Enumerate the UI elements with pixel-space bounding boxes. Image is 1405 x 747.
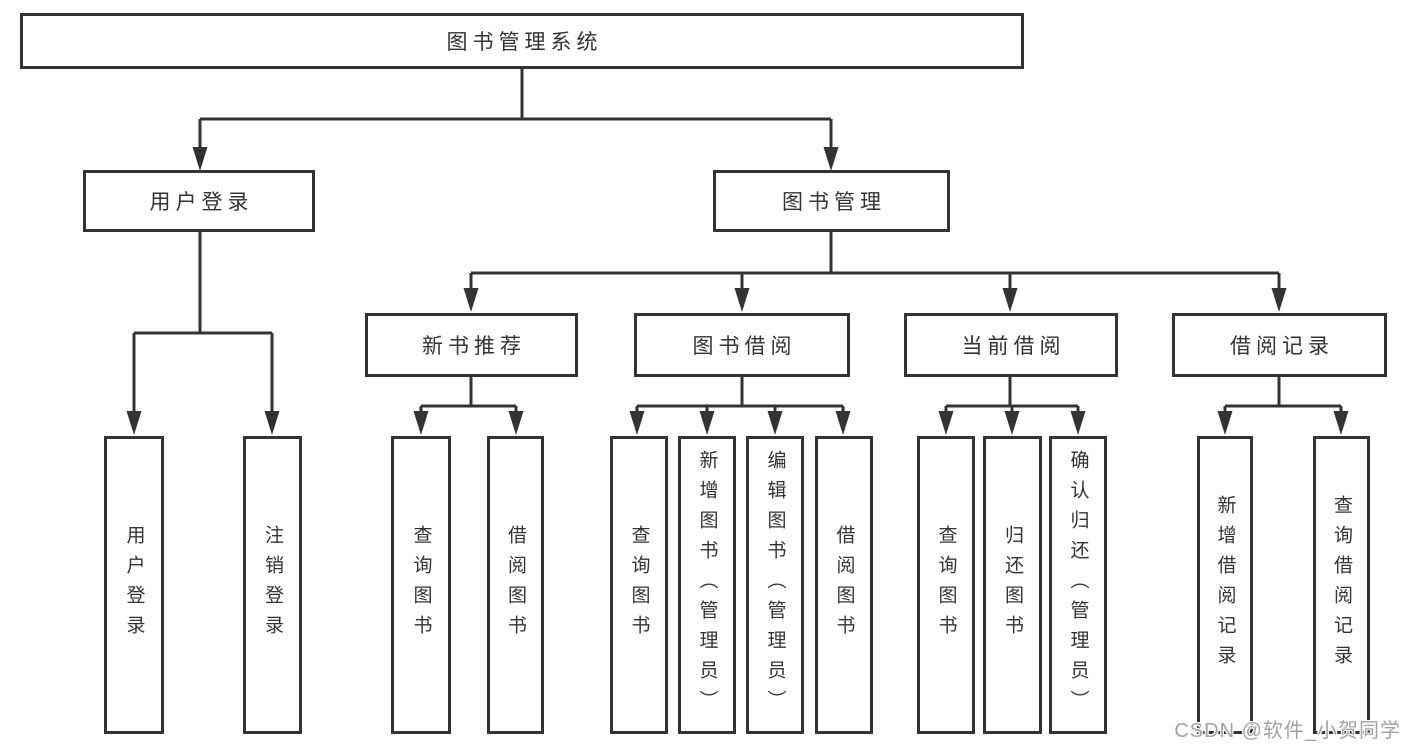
node-user-login: 用户登录 — [83, 170, 315, 232]
leaf-return-books: 归还图书 — [983, 436, 1042, 734]
arrowhead — [1271, 288, 1287, 312]
leaf-add-borrow-record: 新增借阅记录 — [1197, 436, 1253, 734]
node-label: 图书管理 — [782, 191, 886, 214]
arrowhead — [1004, 411, 1020, 435]
arrowhead — [1002, 288, 1018, 312]
leaf-query-books-current: 查询图书 — [917, 436, 975, 734]
node-label: 编辑图书（管理员） — [764, 450, 786, 720]
leaf-user-login: 用户登录 — [104, 436, 164, 734]
node-label: 图书管理系统 — [446, 31, 603, 54]
leaf-query-books-borrowing: 查询图书 — [610, 436, 668, 734]
node-label: 借阅图书 — [833, 525, 855, 645]
leaf-edit-books-admin: 编辑图书（管理员） — [746, 436, 804, 734]
connectors-new-book-recommend — [413, 377, 524, 435]
leaf-query-borrow-record: 查询借阅记录 — [1313, 436, 1370, 734]
node-label: 查询借阅记录 — [1331, 495, 1352, 675]
node-current-borrowing: 当前借阅 — [904, 313, 1118, 377]
arrowhead — [508, 411, 524, 435]
node-label: 借阅图书 — [505, 525, 526, 645]
leaf-add-books-admin: 新增图书（管理员） — [678, 436, 736, 734]
node-label: 当前借阅 — [961, 335, 1066, 358]
connectors-root — [192, 69, 839, 171]
arrowhead — [126, 411, 142, 435]
node-label: 归还图书 — [1002, 525, 1023, 645]
leaf-borrow-books-recommend: 借阅图书 — [487, 436, 544, 734]
arrowhead — [823, 147, 839, 171]
arrowhead — [1217, 411, 1233, 435]
arrowhead — [835, 411, 851, 435]
node-new-book-recommend: 新书推荐 — [365, 313, 578, 377]
node-label: 查询图书 — [628, 525, 650, 645]
node-label: 用户登录 — [149, 191, 254, 214]
node-label: 注销登录 — [262, 525, 283, 645]
arrowhead — [767, 411, 783, 435]
csdn-watermark: CSDN @软件_小贺同学 — [1174, 720, 1401, 742]
node-label: 新书推荐 — [422, 335, 526, 358]
connectors-book-borrowing — [629, 377, 851, 435]
arrowhead — [734, 288, 750, 312]
node-label: 查询图书 — [935, 525, 957, 645]
node-borrowing-records: 借阅记录 — [1172, 313, 1387, 377]
node-label: 确认归还（管理员） — [1067, 450, 1089, 720]
node-label: 查询图书 — [410, 525, 432, 645]
node-library-management-system: 图书管理系统 — [20, 13, 1024, 69]
connectors-current-borrowing — [938, 377, 1086, 435]
node-label: 借阅记录 — [1230, 335, 1334, 358]
leaf-logout: 注销登录 — [243, 436, 302, 734]
arrowhead — [413, 411, 429, 435]
node-book-management: 图书管理 — [713, 170, 950, 232]
arrowhead — [1070, 411, 1086, 435]
node-label: 图书借阅 — [692, 335, 797, 358]
node-book-borrowing: 图书借阅 — [634, 313, 850, 377]
arrowhead — [699, 411, 715, 435]
connectors-borrowing-records — [1217, 377, 1349, 435]
leaf-query-books-recommend: 查询图书 — [391, 436, 451, 734]
connectors-book-management — [463, 232, 1287, 312]
arrowhead — [1333, 411, 1349, 435]
arrowhead — [192, 147, 208, 171]
leaf-confirm-return-admin: 确认归还（管理员） — [1049, 436, 1107, 734]
connectors-user-login — [126, 232, 280, 435]
arrowhead — [264, 411, 280, 435]
arrowhead — [938, 411, 954, 435]
node-label: 用户登录 — [123, 525, 145, 645]
arrowhead — [629, 411, 645, 435]
arrowhead — [463, 288, 479, 312]
node-label: 新增图书（管理员） — [696, 450, 718, 720]
node-label: 新增借阅记录 — [1214, 495, 1236, 675]
leaf-borrow-books: 借阅图书 — [815, 436, 873, 734]
